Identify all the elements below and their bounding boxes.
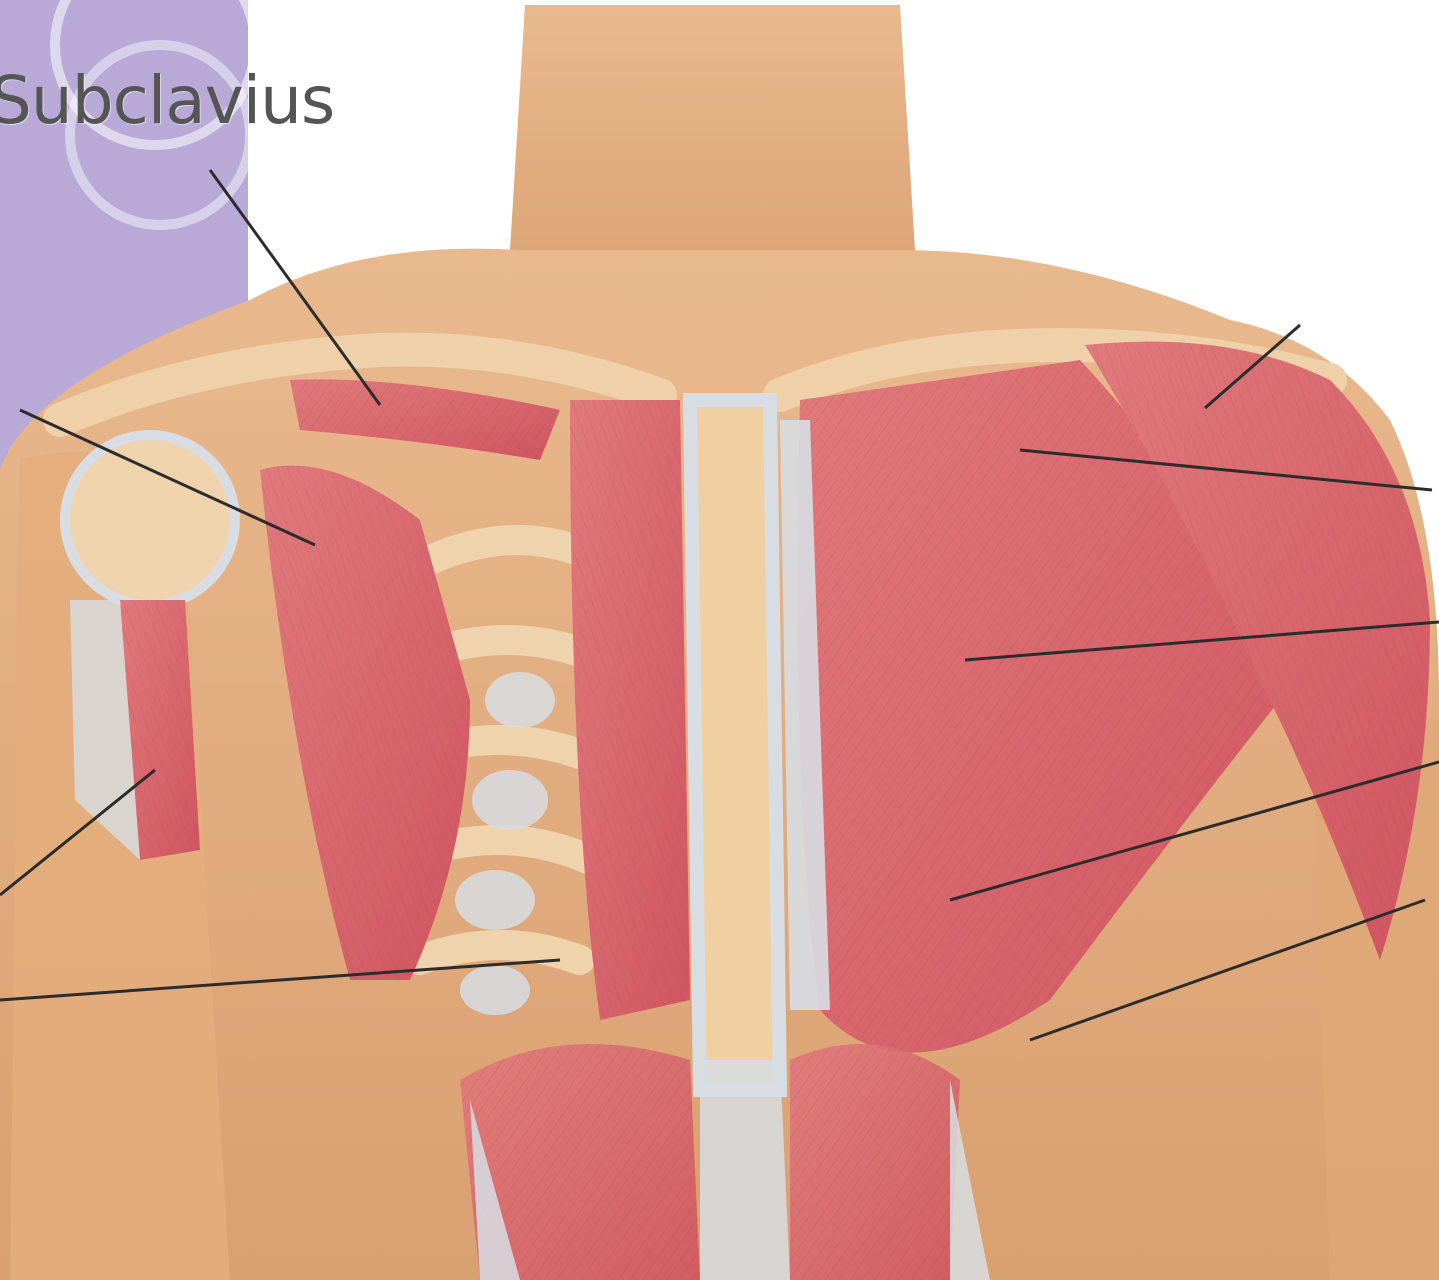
left-humeral-head xyxy=(65,435,235,605)
sternum xyxy=(690,400,780,1090)
subclavius-label: Subclavius xyxy=(0,62,334,139)
